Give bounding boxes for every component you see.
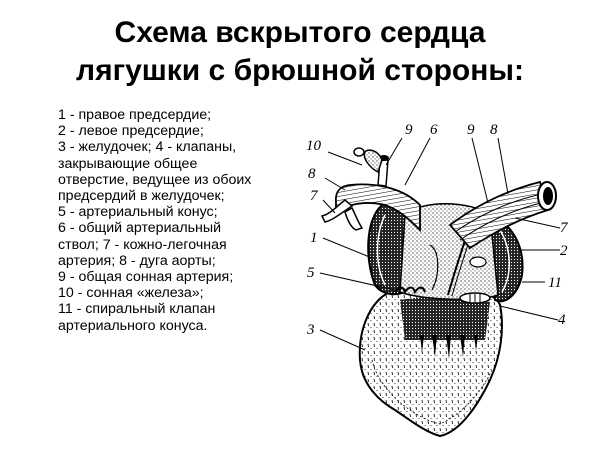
label-7-left: 7 bbox=[310, 188, 319, 204]
legend-line: 1 - правое предсердие; bbox=[58, 107, 212, 123]
label-6: 6 bbox=[430, 122, 438, 138]
legend-line: 9 - общая сонная артерия; bbox=[58, 269, 234, 286]
left-arterial-trunk bbox=[320, 147, 421, 233]
label-7-right: 7 bbox=[560, 220, 569, 236]
title-line-2: лягушки с брюшной стороны: bbox=[76, 54, 524, 87]
frog-heart-diagram: 10 8 7 9 6 9 8 7 2 11 4 1 5 3 bbox=[290, 110, 590, 450]
legend-list: 1 - правое предсердие; 2 - левое предсер… bbox=[58, 107, 308, 334]
label-8-top-right: 8 bbox=[490, 122, 498, 138]
label-4: 4 bbox=[558, 312, 566, 328]
label-9-top-right: 9 bbox=[467, 122, 475, 138]
legend-line: закрывающие общее bbox=[58, 155, 198, 172]
legend-line: 6 - общий артериальный bbox=[58, 220, 222, 237]
label-5: 5 bbox=[307, 265, 315, 281]
legend-line: 5 - артериальный конус; bbox=[58, 204, 218, 221]
label-2: 2 bbox=[560, 243, 568, 259]
slide-title: Схема вскрытого сердца лягушки с брюшной… bbox=[0, 14, 600, 90]
label-1: 1 bbox=[310, 230, 318, 246]
legend-line: 11 - спиральный клапан bbox=[58, 301, 216, 318]
legend-line: предсердий в желудочек; bbox=[58, 188, 225, 205]
label-11: 11 bbox=[548, 275, 562, 291]
legend-line: 10 - сонная «железа»; bbox=[58, 285, 204, 302]
leader-lines bbox=[319, 137, 561, 351]
label-3: 3 bbox=[306, 322, 315, 338]
label-9-top-left: 9 bbox=[405, 122, 413, 138]
label-10: 10 bbox=[306, 138, 322, 154]
legend-line: артерия; 8 - дуга аорты; bbox=[58, 252, 216, 269]
legend-line: 3 - желудочек; 4 - клапаны, bbox=[58, 139, 237, 156]
title-line-1: Схема вскрытого сердца bbox=[114, 16, 486, 49]
ventricle-shape bbox=[358, 288, 503, 438]
legend-line: артериального конуса. bbox=[58, 317, 208, 334]
label-8-left: 8 bbox=[308, 166, 316, 182]
legend-line: ствол; 7 - кожно-легочная bbox=[58, 236, 227, 253]
legend-line: отверстие, ведущее из обоих bbox=[58, 171, 252, 188]
legend-line: 2 - левое предсердие; bbox=[58, 123, 204, 140]
right-arterial-trunk bbox=[448, 180, 557, 250]
